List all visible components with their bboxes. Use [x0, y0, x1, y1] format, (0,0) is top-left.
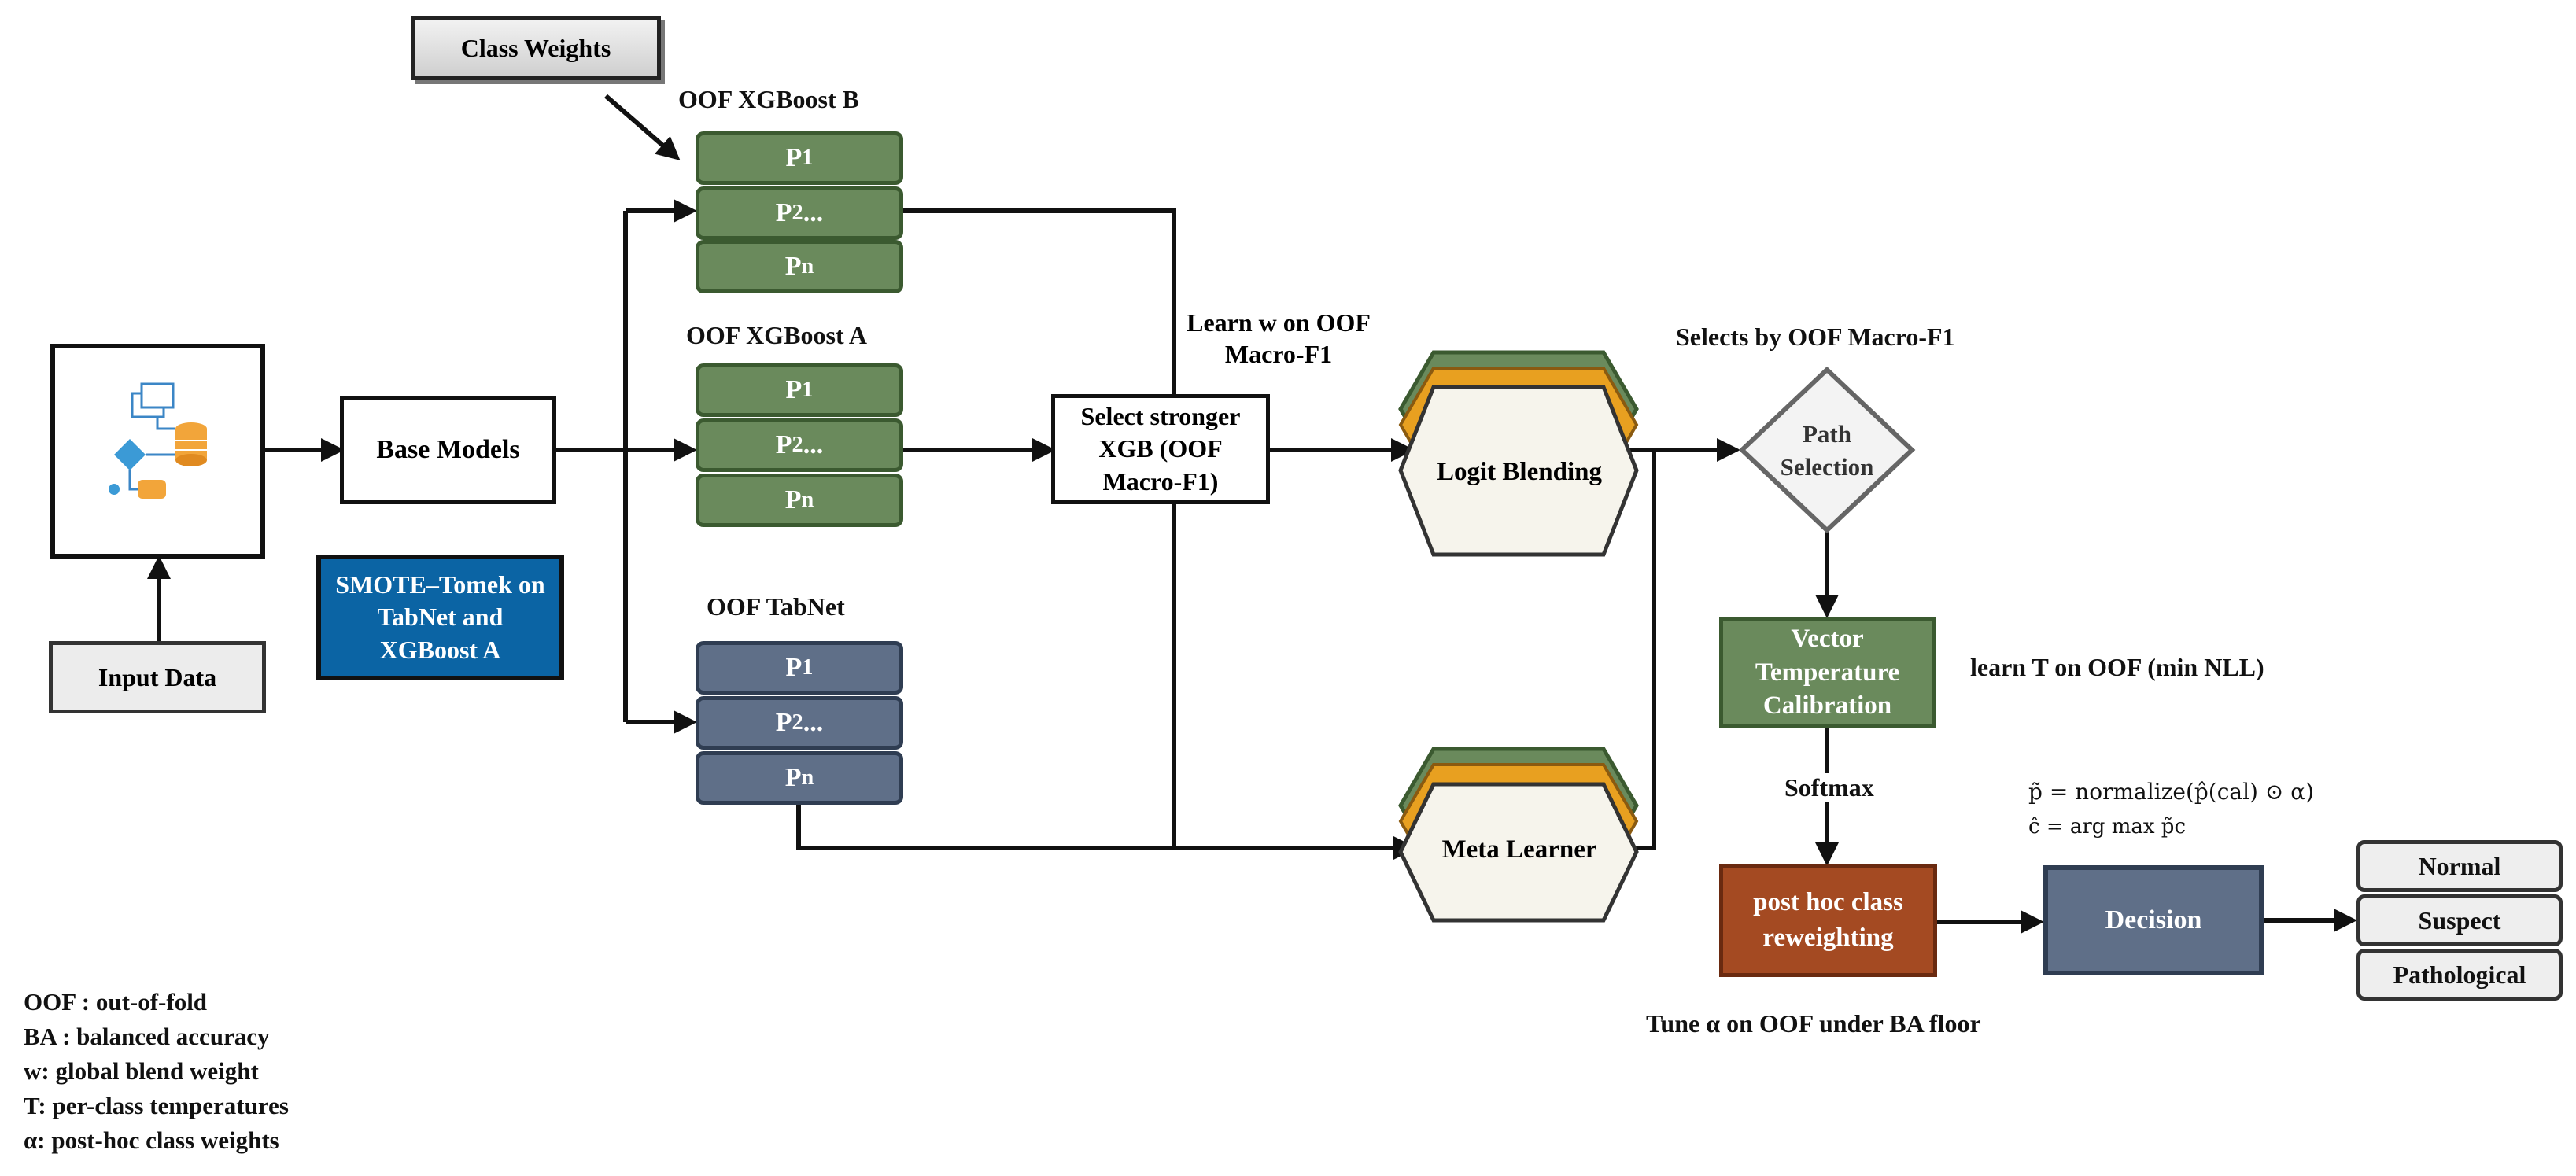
xgb-a-title: OOF XGBoost A	[686, 321, 867, 349]
posthoc-box[interactable]: post hoc class reweighting	[1719, 864, 1937, 977]
legend-ba: BA : balanced accuracy	[24, 1023, 270, 1050]
tune-alpha-label: Tune α on OOF under BA floor	[1646, 1009, 1981, 1038]
base-models-box[interactable]: Base Models	[340, 396, 556, 504]
meta-learner-hexagon	[1398, 747, 1639, 923]
xgb-b-title: OOF XGBoost B	[678, 85, 859, 113]
output-normal[interactable]: Normal	[2356, 840, 2563, 892]
smote-box[interactable]: SMOTE–Tomek on TabNet and XGBoost A	[316, 555, 564, 680]
input-icon-box	[50, 344, 265, 559]
path-selection-label[interactable]: Path Selection	[1780, 419, 1874, 481]
formula-argmax: ĉ = arg max p̃c	[2028, 815, 2187, 839]
class-weights-box[interactable]: Class Weights	[411, 16, 661, 80]
output-suspect[interactable]: Suspect	[2356, 894, 2563, 946]
decision-box[interactable]: Decision	[2043, 865, 2264, 975]
workflow-icon	[109, 382, 207, 499]
logit-blending-hexagon	[1398, 350, 1639, 557]
logit-blending-label[interactable]: Logit Blending	[1437, 457, 1602, 486]
softmax-label: Softmax	[1781, 773, 1877, 802]
arrow-classweights	[604, 94, 681, 160]
legend-t: T: per-class temperatures	[24, 1092, 289, 1119]
selects-by-label: Selects by OOF Macro-F1	[1676, 323, 1955, 351]
output-pathological[interactable]: Pathological	[2356, 949, 2563, 1001]
tabnet-title: OOF TabNet	[707, 592, 845, 621]
path-selection-diamond	[1738, 366, 1916, 534]
vector-temp-box[interactable]: Vector Temperature Calibration	[1719, 617, 1936, 728]
legend-w: w: global blend weight	[24, 1057, 259, 1085]
meta-learner-label[interactable]: Meta Learner	[1441, 835, 1597, 864]
learn-w-label: Learn w on OOF Macro-F1	[1187, 308, 1371, 368]
legend-oof: OOF : out-of-fold	[24, 988, 208, 1016]
learn-t-label: learn T on OOF (min NLL)	[1970, 653, 2264, 681]
formula-normalize: p̃ = normalize(p̂(cal) ⊙ α)	[2028, 779, 2315, 805]
input-data-box[interactable]: Input Data	[49, 641, 266, 713]
line-meta-path	[1629, 450, 1656, 850]
line-xgbb-out	[903, 208, 1176, 848]
legend-alpha: α: post-hoc class weights	[24, 1126, 279, 1154]
select-xgb-box[interactable]: Select stronger XGB (OOF Macro-F1)	[1051, 394, 1270, 504]
